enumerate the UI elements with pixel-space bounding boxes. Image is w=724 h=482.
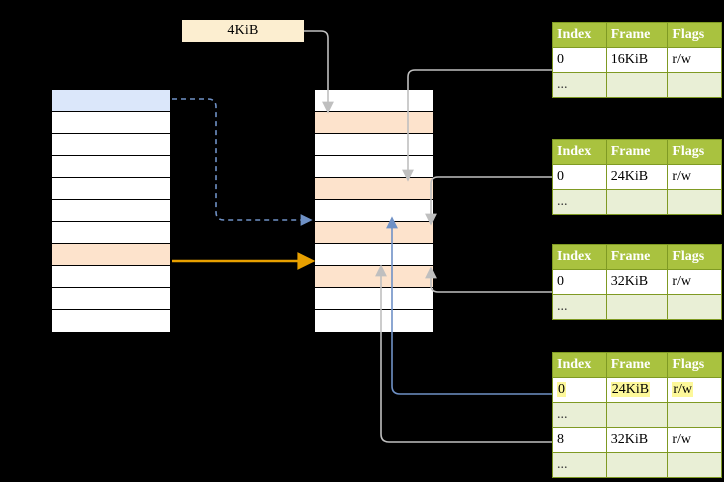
table-row[interactable]: 0 32KiB r/w [552,269,722,295]
cell-frame [605,402,669,428]
memory-cell[interactable] [315,310,433,332]
page-table-4: Index Frame Flags 0 24KiB r/w ... 8 32Ki… [552,352,722,478]
cell-frame: 32KiB [605,269,669,295]
table-row-highlighted[interactable]: 0 24KiB r/w [552,377,722,403]
cell-index: 0 [552,164,607,190]
memory-cell[interactable] [315,178,433,200]
cell-flags: r/w [667,164,722,190]
memory-cell[interactable] [52,288,170,310]
cell-flags [667,402,722,428]
cell-flags: r/w [667,47,722,73]
table-header-row: Index Frame Flags [552,22,722,48]
cell-flags: r/w [667,427,722,453]
cell-index: ... [552,189,607,215]
column-header-frame: Frame [605,244,669,270]
memory-cell[interactable] [315,266,433,288]
table-row[interactable]: 0 16KiB r/w [552,47,722,73]
memory-cell[interactable] [315,134,433,156]
memory-cell[interactable] [52,200,170,222]
size-label-text: 4KiB [227,23,259,38]
cell-flags [667,452,722,478]
column-header-index: Index [552,139,607,165]
memory-cell[interactable] [315,244,433,266]
connector-table3-to-middle-row9 [425,266,552,293]
column-header-frame: Frame [605,22,669,48]
cell-flags: r/w [667,377,722,403]
table-row[interactable]: 8 32KiB r/w [552,427,722,453]
cell-index: ... [552,402,607,428]
memory-cell[interactable] [52,90,170,112]
memory-cell[interactable] [52,134,170,156]
page-table-1: Index Frame Flags 0 16KiB r/w ... [552,22,722,98]
cell-flags: r/w [667,269,722,295]
cell-index: 0 [552,47,607,73]
column-header-flags: Flags [667,139,722,165]
connector-table2-to-middle-row7 [425,176,552,226]
connector-left-blue-row-to-middle-row7 [172,98,313,226]
cell-flags [667,189,722,215]
table-header-row: Index Frame Flags [552,352,722,378]
table-header-row: Index Frame Flags [552,139,722,165]
column-header-index: Index [552,352,607,378]
memory-cell[interactable] [52,178,170,200]
memory-cell[interactable] [315,156,433,178]
cell-frame [605,72,669,98]
memory-cell[interactable] [315,222,433,244]
cell-frame [605,189,669,215]
memory-cell[interactable] [315,200,433,222]
column-header-frame: Frame [605,352,669,378]
column-header-flags: Flags [667,244,722,270]
column-header-flags: Flags [667,22,722,48]
cell-index: ... [552,72,607,98]
table-row[interactable]: ... [552,402,722,428]
column-header-index: Index [552,22,607,48]
column-header-index: Index [552,244,607,270]
cell-index: 0 [552,269,607,295]
memory-cell[interactable] [315,90,433,112]
cell-flags [667,294,722,320]
memory-cell[interactable] [315,112,433,134]
cell-index: ... [552,452,607,478]
memory-cell[interactable] [52,112,170,134]
memory-cell[interactable] [52,266,170,288]
column-header-frame: Frame [605,139,669,165]
cell-frame: 24KiB [605,377,669,403]
left-memory-column [50,88,172,334]
memory-cell[interactable] [52,244,170,266]
table-row[interactable]: ... [552,294,722,320]
memory-cell[interactable] [315,288,433,310]
cell-index: 0 [552,377,607,403]
cell-frame [605,294,669,320]
cell-index: 8 [552,427,607,453]
cell-frame: 16KiB [605,47,669,73]
size-label-4kib: 4KiB [182,20,304,42]
page-table-3: Index Frame Flags 0 32KiB r/w ... [552,244,722,320]
cell-index: ... [552,294,607,320]
column-header-flags: Flags [667,352,722,378]
page-table-2: Index Frame Flags 0 24KiB r/w ... [552,139,722,215]
middle-memory-column [313,88,435,334]
memory-cell[interactable] [52,156,170,178]
cell-frame: 24KiB [605,164,669,190]
table-header-row: Index Frame Flags [552,244,722,270]
cell-frame [605,452,669,478]
table-row[interactable]: ... [552,189,722,215]
memory-cell[interactable] [52,222,170,244]
memory-cell[interactable] [52,310,170,332]
cell-flags [667,72,722,98]
table-row[interactable]: 0 24KiB r/w [552,164,722,190]
cell-frame: 32KiB [605,427,669,453]
table-row[interactable]: ... [552,72,722,98]
table-row[interactable]: ... [552,452,722,478]
